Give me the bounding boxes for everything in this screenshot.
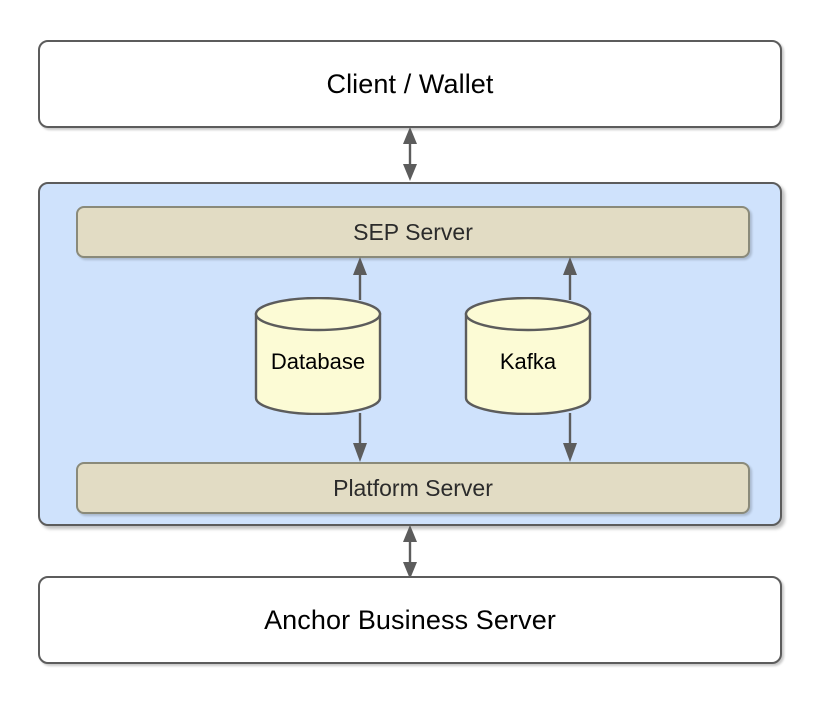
node-client-wallet[interactable]: Client / Wallet xyxy=(38,40,782,128)
arrow-up-icon xyxy=(563,257,577,300)
node-kafka-label: Kafka xyxy=(499,349,557,374)
connector-database-to-platform-server xyxy=(348,413,372,468)
node-database[interactable]: Database xyxy=(254,297,382,415)
double-headed-arrow-icon xyxy=(403,127,417,181)
connector-client-to-platform-container xyxy=(398,126,422,182)
arrow-down-icon xyxy=(563,413,577,462)
database-cylinder-icon xyxy=(254,297,382,415)
node-sep-server-label: SEP Server xyxy=(353,218,473,245)
node-platform-server-label: Platform Server xyxy=(333,474,493,501)
node-platform-container[interactable]: SEP Server Database xyxy=(38,182,782,526)
node-database-label: Database xyxy=(270,349,366,374)
node-anchor-business-server[interactable]: Anchor Business Server xyxy=(38,576,782,664)
double-headed-arrow-icon xyxy=(403,525,417,579)
node-platform-server[interactable]: Platform Server xyxy=(76,462,750,514)
connector-kafka-to-sep-server xyxy=(558,256,582,305)
kafka-cylinder-icon xyxy=(464,297,592,415)
arrow-up-icon xyxy=(353,257,367,300)
arrow-down-icon xyxy=(353,413,367,462)
connector-kafka-to-platform-server xyxy=(558,413,582,468)
node-kafka[interactable]: Kafka xyxy=(464,297,592,415)
node-anchor-business-server-label: Anchor Business Server xyxy=(264,604,556,635)
node-client-wallet-label: Client / Wallet xyxy=(326,68,494,99)
connector-platform-container-to-anchor xyxy=(398,524,422,580)
node-sep-server[interactable]: SEP Server xyxy=(76,206,750,258)
connector-database-to-sep-server xyxy=(348,256,372,305)
